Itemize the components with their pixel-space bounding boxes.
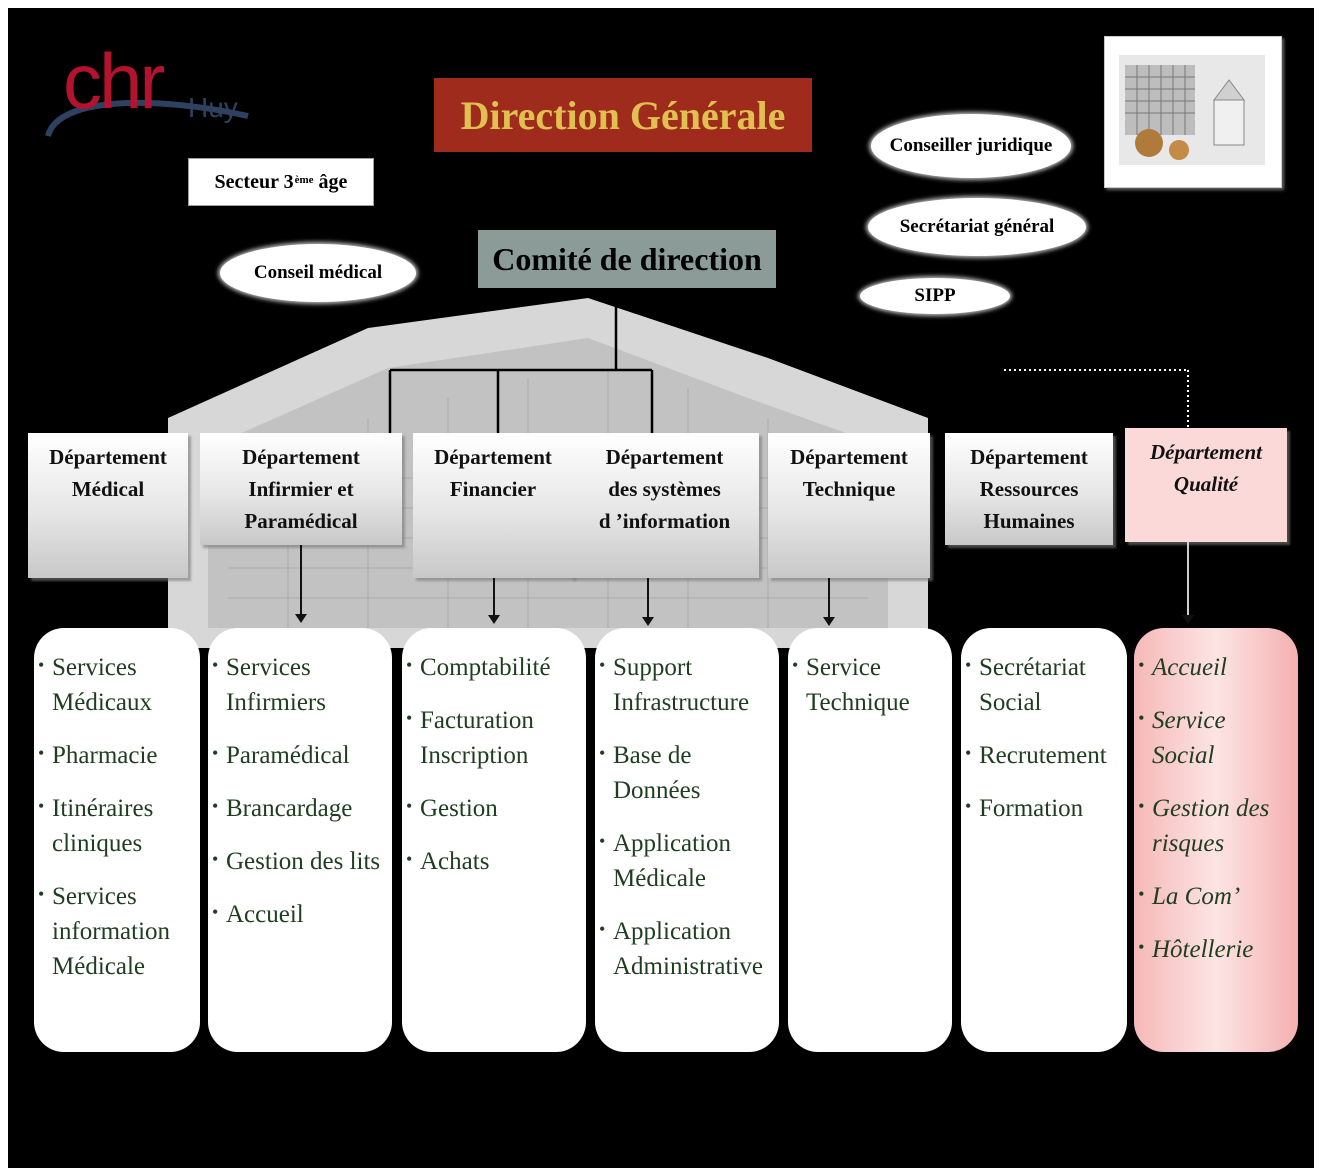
department-infirmier-line1: Département xyxy=(242,445,360,469)
hospital-model-image xyxy=(1119,55,1265,165)
list-item: Achats xyxy=(402,842,580,879)
department-qualite: Département Qualité xyxy=(1125,428,1287,542)
secretariat-general-ellipse: Secrétariat général xyxy=(868,198,1086,256)
department-qualite-line2: Qualité xyxy=(1173,472,1239,496)
department-technique: Département Technique xyxy=(768,433,930,578)
arrow-financier xyxy=(488,578,500,624)
department-si-line3: d ’information xyxy=(598,509,731,533)
hospital-photo xyxy=(1104,36,1282,188)
chr-huy-logo: chr Huy xyxy=(38,36,278,146)
department-medical-line1: Département xyxy=(49,445,167,469)
list-item: Services Infirmiers xyxy=(208,648,386,720)
department-rh-line1: Département xyxy=(970,445,1088,469)
list-item: Accueil xyxy=(1134,648,1292,685)
department-infirmier-line3: Paramédical xyxy=(244,509,358,533)
department-financier-line1: Département xyxy=(434,445,552,469)
list-item: Base de Données xyxy=(595,736,773,808)
list-item: Services Médicaux xyxy=(34,648,194,720)
list-item: Itinéraires cliniques xyxy=(34,789,194,861)
department-si-line1: Département xyxy=(605,445,724,469)
department-qualite-line1: Département xyxy=(1150,440,1262,464)
list-item: Accueil xyxy=(208,895,386,932)
department-si-line2: des systèmes xyxy=(608,477,721,501)
panel-qualite: Accueil Service Social Gestion des risqu… xyxy=(1134,628,1298,1052)
arrow-qualite xyxy=(1182,542,1194,624)
panel-ressources-humaines: Secrétariat Social Recrutement Formation xyxy=(961,628,1127,1052)
list-item: Service Technique xyxy=(788,648,946,720)
list-item: Secrétariat Social xyxy=(961,648,1121,720)
department-infirmier-line2: Infirmier et xyxy=(248,477,354,501)
department-medical: Département Médical xyxy=(28,433,188,578)
list-item: Hôtellerie xyxy=(1134,930,1292,967)
department-systemes-information: Département des systèmes d ’information xyxy=(570,433,759,578)
list-item: Gestion xyxy=(402,789,580,826)
department-financier-line2: Financier xyxy=(449,477,537,501)
arrow-technique xyxy=(823,578,835,626)
list-item: La Com’ xyxy=(1134,877,1292,914)
list-item: Brancardage xyxy=(208,789,386,826)
logo-chr-text: chr xyxy=(63,37,165,125)
logo-huy-text: Huy xyxy=(188,92,238,123)
conseiller-juridique-ellipse: Conseiller juridique xyxy=(871,114,1071,178)
list-item: Service Social xyxy=(1134,701,1292,773)
arrow-systemes xyxy=(642,578,654,626)
list-item: Facturation Inscription xyxy=(402,701,580,773)
secteur-suffix: âge xyxy=(313,170,348,193)
list-item: Services information Médicale xyxy=(34,877,194,984)
department-ressources-humaines: Département Ressources Humaines xyxy=(945,433,1113,545)
panel-infirmier: Services Infirmiers Paramédical Brancard… xyxy=(208,628,392,1052)
org-connectors xyxy=(388,288,1189,433)
list-item: Recrutement xyxy=(961,736,1121,773)
list-item: Gestion des risques xyxy=(1134,789,1292,861)
department-medical-line2: Médical xyxy=(71,477,145,501)
list-item: Application Administrative xyxy=(595,912,773,984)
list-item: Pharmacie xyxy=(34,736,194,773)
department-financier: Département Financier xyxy=(413,433,573,578)
department-infirmier: Département Infirmier et Paramédical xyxy=(200,433,402,545)
list-item: Comptabilité xyxy=(402,648,580,685)
panel-financier: Comptabilité Facturation Inscription Ges… xyxy=(402,628,586,1052)
comite-de-direction-box: Comité de direction xyxy=(478,230,776,288)
secteur-label: Secteur 3 xyxy=(214,170,294,193)
department-technique-line2: Technique xyxy=(802,477,896,501)
list-item: Application Médicale xyxy=(595,824,773,896)
panel-medical: Services Médicaux Pharmacie Itinéraires … xyxy=(34,628,200,1052)
sipp-ellipse: SIPP xyxy=(860,278,1010,314)
list-item: Formation xyxy=(961,789,1121,826)
arrow-infirmier xyxy=(295,545,307,623)
direction-generale-title: Direction Générale xyxy=(434,78,812,152)
panel-systemes-information: Support Infrastructure Base de Données A… xyxy=(595,628,779,1052)
department-rh-line3: Humaines xyxy=(983,509,1075,533)
list-item: Paramédical xyxy=(208,736,386,773)
department-rh-line2: Ressources xyxy=(979,477,1079,501)
list-item: Support Infrastructure xyxy=(595,648,773,720)
logo-swoosh xyxy=(45,99,249,138)
list-item: Gestion des lits xyxy=(208,842,386,879)
conseil-medical-ellipse: Conseil médical xyxy=(220,244,416,302)
department-technique-line1: Département xyxy=(790,445,908,469)
panel-technique: Service Technique xyxy=(788,628,952,1052)
secteur-superscript: ème xyxy=(294,174,314,186)
